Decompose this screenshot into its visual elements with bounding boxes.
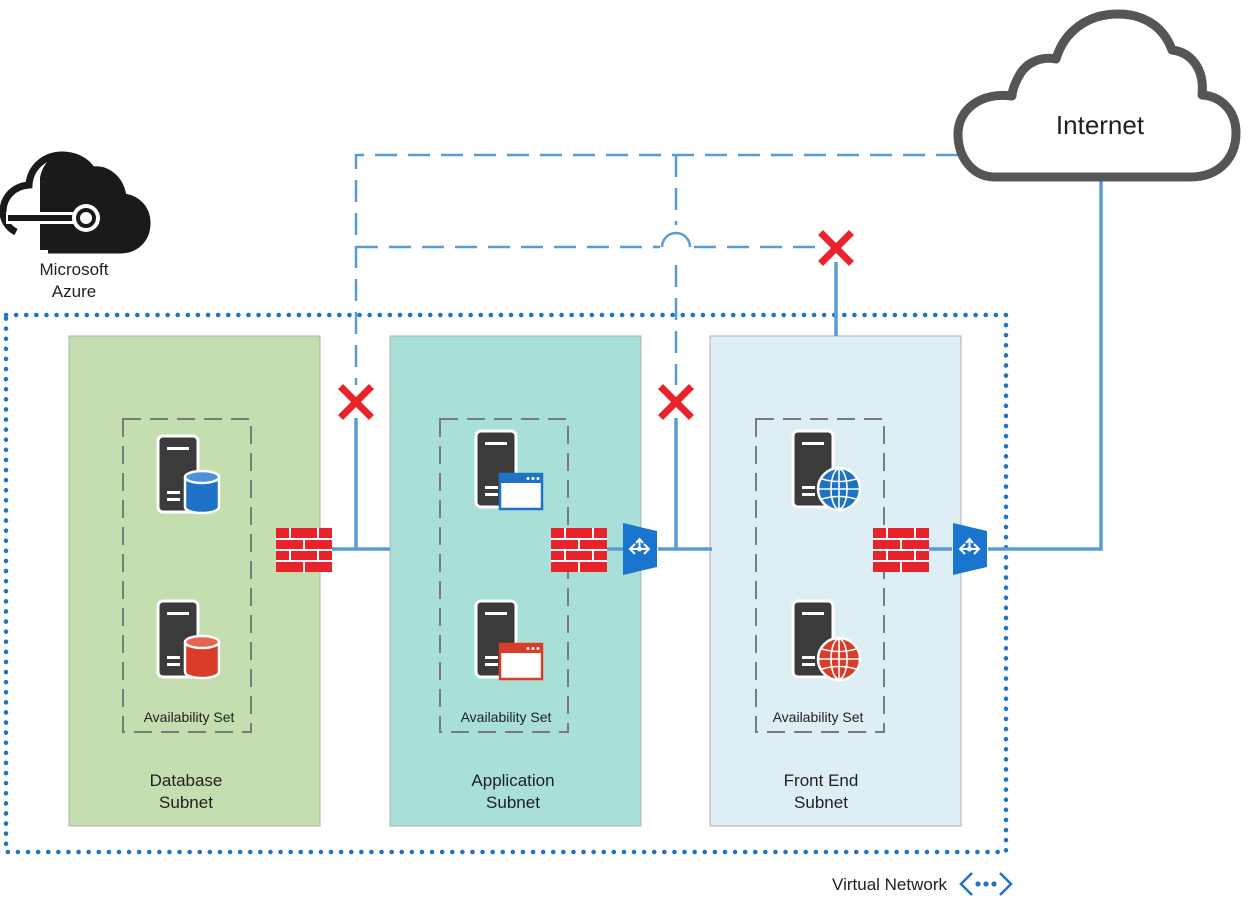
database-availability-set-box <box>122 418 252 733</box>
database-subnet-title: Database <box>150 771 223 790</box>
application-subnet-panel <box>389 335 642 827</box>
virtual-network-label: Virtual Network <box>832 875 947 894</box>
application-subnet-subtitle: Subnet <box>486 793 540 812</box>
database-server-icon <box>156 599 221 680</box>
database-subnet-subtitle: Subnet <box>159 793 213 812</box>
load-balancer-icon <box>622 522 658 576</box>
virtual-network-icon <box>959 872 1013 896</box>
load-balancer-icon <box>952 522 988 576</box>
blocked-x-icon <box>823 235 849 261</box>
web-server-icon <box>791 599 862 682</box>
brand-line1: Microsoft <box>40 260 109 279</box>
blocked-x-icon <box>343 389 369 415</box>
azure-cloud-logo-icon <box>0 151 151 254</box>
web-server-icon <box>791 429 862 512</box>
frontend-subnet-subtitle: Subnet <box>794 793 848 812</box>
firewall-icon <box>872 527 930 573</box>
blocked-x-icon <box>663 389 689 415</box>
internet-connection-line <box>988 178 1103 551</box>
application-subnet-title: Application <box>471 771 554 790</box>
frontend-subnet-title: Front End <box>784 771 859 790</box>
internet-cloud-icon <box>953 9 1241 182</box>
application-server-icon <box>474 599 544 681</box>
availability-set-label: Availability Set <box>461 709 552 725</box>
internet-to-database-blocked-path <box>354 153 958 385</box>
internet-label: Internet <box>1056 110 1145 140</box>
application-server-icon <box>474 429 544 511</box>
firewall-icon <box>550 527 608 573</box>
database-server-icon <box>156 434 221 515</box>
availability-set-label: Availability Set <box>773 709 864 725</box>
firewall-icon <box>275 527 333 573</box>
frontend-availability-set-box <box>755 418 885 733</box>
frontend-subnet-panel <box>709 335 962 827</box>
availability-set-label: Availability Set <box>144 709 235 725</box>
path-crossover-hop <box>660 231 692 248</box>
application-availability-set-box <box>439 418 569 733</box>
database-subnet-panel <box>68 335 321 827</box>
brand-line2: Azure <box>52 282 96 301</box>
